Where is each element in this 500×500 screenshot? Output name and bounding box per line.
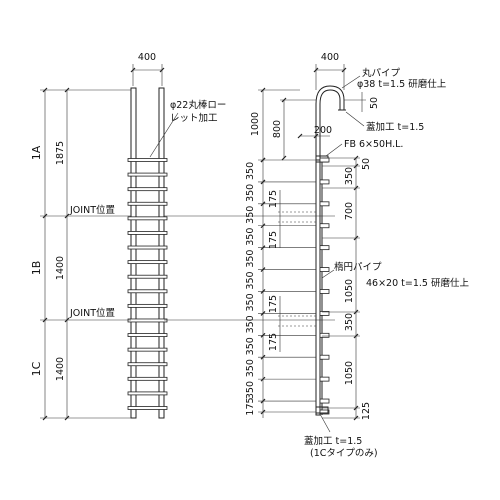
dim-800: 800 (272, 120, 283, 138)
front-view: 400 φ22丸棒ロー レット加工 1A 1B 1C 1875 1400 140… (30, 52, 226, 421)
inner-dim-175-4: 175 (268, 333, 279, 351)
section-1c-height: 1400 (55, 357, 66, 381)
side-rung-stub (319, 398, 330, 404)
side-rung-stub (319, 201, 330, 207)
front-width-label: 400 (138, 52, 156, 63)
right-dim-700: 700 (344, 202, 355, 220)
side-rung-stub (319, 179, 330, 185)
section-1a-label: 1A (30, 145, 43, 160)
oval-pipe-note-line1: 楕円パイプ (334, 261, 382, 273)
side-rung-stub (319, 354, 330, 360)
cap-top-note: 蓋加工 t=1.5 (366, 121, 424, 133)
top-note-line2: レット加工 (170, 113, 218, 124)
inner-dim-175-2: 175 (268, 231, 279, 249)
right-dim-125: 125 (361, 402, 372, 420)
handrail-hoop (315, 85, 345, 160)
top-note-line1: φ22丸棒ロー (170, 99, 226, 111)
front-rung (127, 376, 168, 381)
right-dim-50: 50 (361, 158, 372, 170)
front-rung (127, 318, 168, 323)
inner-dim-175-1: 175 (268, 190, 279, 208)
side-rung-stub (319, 267, 330, 272)
bottom-cap (315, 406, 329, 414)
right-dim-350-b: 350 (344, 313, 355, 331)
front-rung (127, 260, 168, 265)
front-rung (127, 333, 168, 337)
section-1c-label: 1C (30, 361, 43, 376)
section-1b-label: 1B (30, 261, 43, 276)
right-dim-350-a: 350 (344, 167, 355, 185)
pipe-note-line1: 丸パイプ (362, 67, 401, 79)
front-rung (127, 187, 168, 192)
cap-bottom-note-line1: 蓋加工 t=1.5 (304, 435, 362, 447)
step-dim-label: 350 (245, 184, 256, 202)
step-dim-label: 175 (245, 397, 256, 415)
side-rungs (319, 157, 330, 415)
side-extension-lines (258, 157, 316, 415)
side-rail (315, 159, 321, 416)
step-dim-label: 350 (245, 293, 256, 311)
front-rung (127, 245, 168, 250)
hoop-dim-50: 50 (369, 97, 380, 109)
front-rung (127, 391, 168, 396)
front-rung (127, 362, 168, 367)
front-rung (127, 231, 168, 235)
fb-note: FB 6×50H.L. (344, 139, 403, 150)
step-dim-label: 350 (245, 381, 256, 399)
side-rung-stub (319, 223, 330, 229)
front-rung (127, 158, 168, 162)
oval-pipe-note-line2: 46×20 t=1.5 研磨仕上 (366, 277, 469, 289)
front-rung (127, 303, 168, 308)
front-rung (127, 289, 168, 294)
side-rung-stub (319, 332, 330, 338)
section-1b-height: 1400 (55, 256, 66, 280)
front-rung (127, 347, 168, 352)
side-rung-stub (319, 157, 330, 163)
right-dim-1050-b: 1050 (344, 361, 355, 385)
inner-dim-175-3: 175 (268, 295, 279, 313)
step-dim-label: 350 (245, 228, 256, 246)
step-dim-label: 350 (245, 271, 256, 289)
front-left-rail (130, 87, 137, 419)
front-rung (127, 201, 168, 206)
step-dim-label: 350 (245, 315, 256, 333)
step-dim-label: 350 (245, 359, 256, 377)
side-rung-stub (319, 289, 330, 294)
side-rung-stub (319, 310, 330, 316)
side-rung-stub (319, 376, 330, 382)
dim-1000: 1000 (250, 112, 261, 136)
right-dim-1050-a: 1050 (344, 279, 355, 303)
step-dim-label: 350 (245, 337, 256, 355)
cap-bottom-note-line2: (1Cタイプのみ) (310, 448, 378, 459)
side-rung-stub (319, 245, 330, 251)
side-rung-stub (319, 409, 330, 415)
front-rung (127, 274, 168, 279)
joint-label-1: JOINT位置 (69, 204, 115, 216)
front-rungs (127, 158, 168, 410)
pipe-note-line2: φ38 t=1.5 研磨仕上 (357, 78, 447, 90)
right-dim-ticks (322, 155, 360, 421)
step-dim-label: 350 (245, 162, 256, 180)
front-rung (127, 172, 168, 177)
section-1a-height: 1875 (55, 141, 66, 165)
dim-200: 200 (314, 125, 332, 136)
front-right-rail (158, 87, 165, 419)
step-dim-label: 350 (245, 206, 256, 224)
step-dim-label: 350 (245, 250, 256, 268)
front-rung (127, 406, 168, 410)
joint-label-2: JOINT位置 (69, 307, 115, 319)
side-width-label: 400 (321, 52, 339, 63)
front-rung (127, 216, 168, 221)
